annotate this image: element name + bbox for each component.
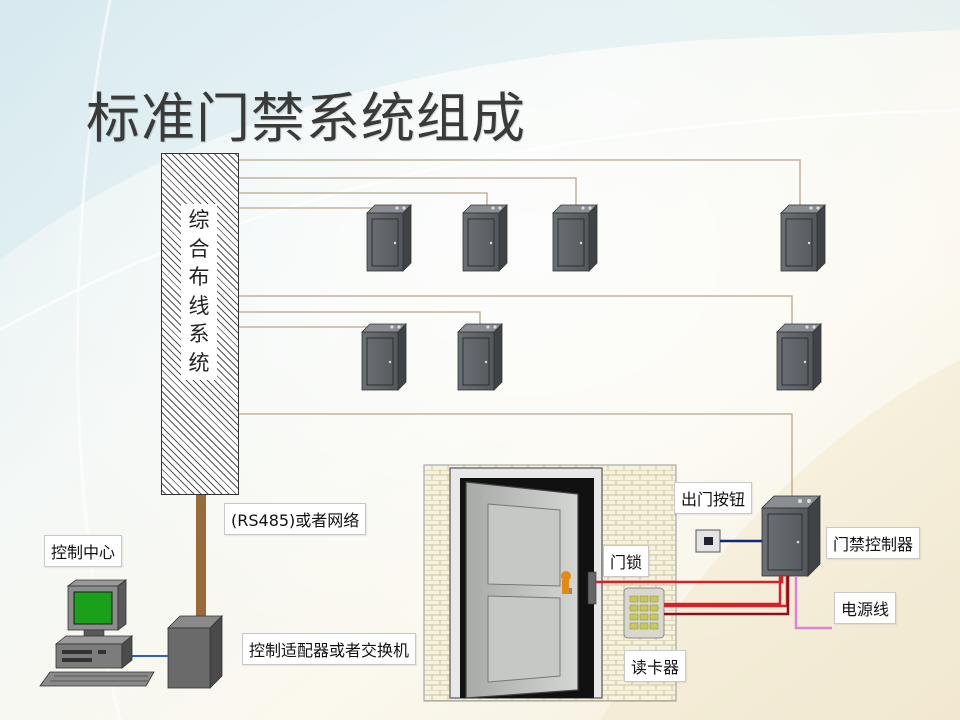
riser-char: 综: [188, 208, 210, 232]
controller-cabinet: [552, 204, 598, 272]
access-controller-device: [761, 495, 821, 577]
reader-wire-red: [664, 576, 782, 606]
controller-cabinet: [776, 323, 822, 391]
controller-cabinet: [462, 204, 508, 272]
power-wire: [794, 576, 832, 630]
riser-char: 系: [188, 322, 210, 347]
controller-cabinet: [780, 204, 826, 272]
exit-button-label: 出门按钮: [674, 482, 753, 514]
page-title: 标准门禁系统组成: [86, 87, 526, 150]
riser-char: 布: [188, 265, 210, 290]
door-lock-device: [587, 571, 597, 605]
computer-icon: [39, 579, 155, 687]
adapter-label: 控制适配器或者交换机: [242, 633, 417, 665]
controller-cabinet: [457, 323, 503, 391]
riser-char: 合: [188, 236, 210, 261]
rs485-cable: [196, 495, 206, 620]
door-handle-icon: [561, 571, 571, 581]
rs485-label: (RS485)或者网络: [224, 503, 367, 535]
access-controller-label: 门禁控制器: [826, 527, 921, 559]
reader-wire-darkred: [664, 576, 790, 616]
power-line-label: 电源线: [834, 592, 897, 624]
network-wiring: [239, 159, 801, 496]
adapter-box: [167, 615, 223, 689]
riser-label: 综 合 布 线 系 统: [181, 204, 217, 380]
riser-char: 统: [188, 350, 210, 375]
lock-wire: [596, 576, 784, 584]
card-reader-label: 读卡器: [624, 650, 687, 682]
exit-button-device: [695, 529, 721, 553]
door-lock-label: 门锁: [603, 545, 650, 577]
controller-cabinet: [361, 323, 407, 391]
riser-char: 线: [188, 293, 210, 318]
card-reader-device: [623, 587, 665, 639]
control-center-label: 控制中心: [44, 535, 123, 567]
door-assembly: [423, 464, 677, 702]
controller-cabinet: [366, 204, 412, 272]
